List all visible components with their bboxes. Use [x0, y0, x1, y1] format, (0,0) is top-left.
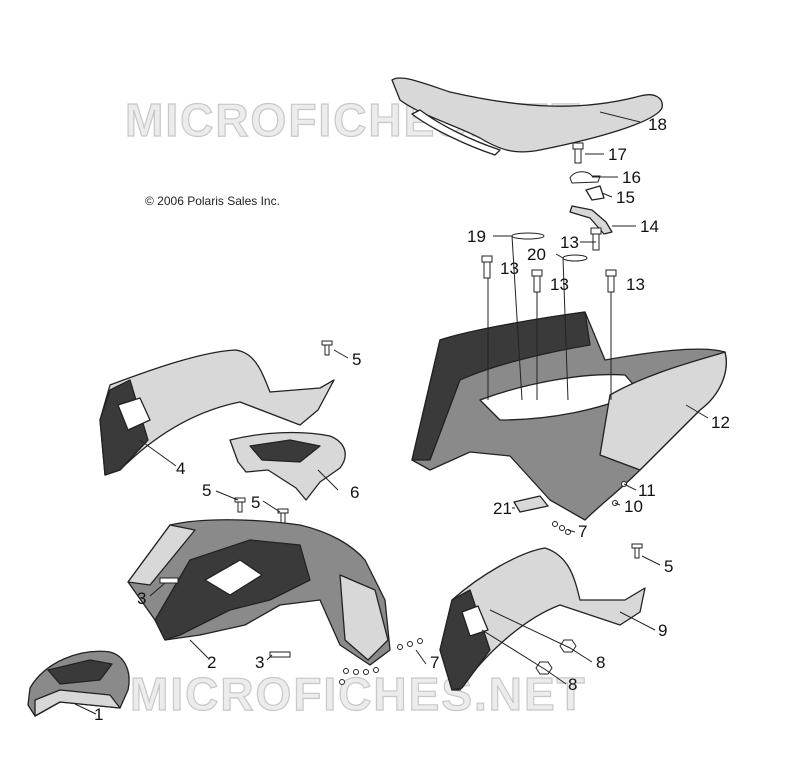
part-push-rivet-5-a	[321, 340, 333, 356]
callout-8-a: 8	[596, 653, 605, 672]
callout-8-b: 8	[568, 675, 577, 694]
callout-17: 17	[608, 145, 627, 164]
callout-2: 2	[207, 653, 216, 672]
part-pin-3-a	[159, 577, 179, 584]
part-washer-19	[511, 232, 545, 240]
part-bolt-17	[572, 142, 584, 164]
callout-18: 18	[648, 115, 667, 134]
callout-16: 16	[622, 168, 641, 187]
callout-9: 9	[658, 621, 667, 640]
callout-1: 1	[94, 705, 103, 724]
callout-labels: 1 2 3 3 4 5 5 5 5 6 7 7 8 8 9 10 11 12 1…	[94, 115, 730, 724]
part-bolt-13-b	[531, 269, 543, 293]
callout-4: 4	[176, 459, 185, 478]
watermark-bottom: MICROFICHES.NET MICROFICHES.NET	[129, 667, 587, 720]
callout-19: 19	[467, 227, 486, 246]
part-seat	[391, 77, 663, 156]
callout-20: 20	[527, 245, 546, 264]
svg-text:MICROFICHES.NET: MICROFICHES.NET	[130, 668, 587, 720]
part-pin-3-b	[269, 651, 291, 658]
part-push-rivet-5-b	[234, 497, 246, 513]
part-side-panel-left	[99, 349, 335, 476]
part-bracket-15	[585, 185, 605, 201]
callout-13-d: 13	[626, 275, 645, 294]
callout-3-a: 3	[137, 589, 146, 608]
part-clip-16	[569, 171, 601, 184]
part-front-cover-6	[229, 431, 346, 501]
part-screws-7-front	[339, 638, 423, 685]
callout-5-d: 5	[664, 557, 673, 576]
part-latch-14	[569, 205, 613, 235]
part-bolt-13-d	[605, 269, 617, 293]
part-bolt-13-a	[481, 255, 493, 279]
callout-21: 21	[493, 499, 512, 518]
part-front-fender	[127, 519, 391, 666]
callout-11: 11	[638, 481, 656, 500]
leader-lines	[74, 111, 709, 715]
callout-13-c: 13	[560, 233, 579, 252]
part-pad-21	[513, 495, 549, 513]
callout-13-a: 13	[500, 259, 519, 278]
part-side-panel-right	[439, 547, 646, 691]
callout-13-b: 13	[550, 275, 569, 294]
part-nose-1	[27, 650, 130, 717]
svg-text:MICROFICHES.NET: MICROFICHES.NET	[130, 668, 587, 720]
part-rear-fender	[411, 311, 727, 521]
callout-15: 15	[616, 188, 635, 207]
callout-6: 6	[350, 483, 359, 502]
callout-14: 14	[640, 217, 659, 236]
callout-5-a: 5	[352, 350, 361, 369]
callout-7-a: 7	[578, 522, 587, 541]
callout-7-b: 7	[430, 653, 439, 672]
part-washer-20	[562, 254, 588, 262]
callout-12: 12	[711, 413, 730, 432]
callout-5-c: 5	[251, 493, 260, 512]
copyright-notice: © 2006 Polaris Sales Inc.	[145, 194, 280, 208]
part-push-rivet-5-d	[631, 543, 643, 559]
part-screws-7-rear	[552, 521, 571, 535]
part-bolt-13-c	[590, 227, 602, 251]
callout-3-b: 3	[255, 653, 264, 672]
callout-10: 10	[624, 497, 643, 516]
callout-5-b: 5	[202, 481, 211, 500]
